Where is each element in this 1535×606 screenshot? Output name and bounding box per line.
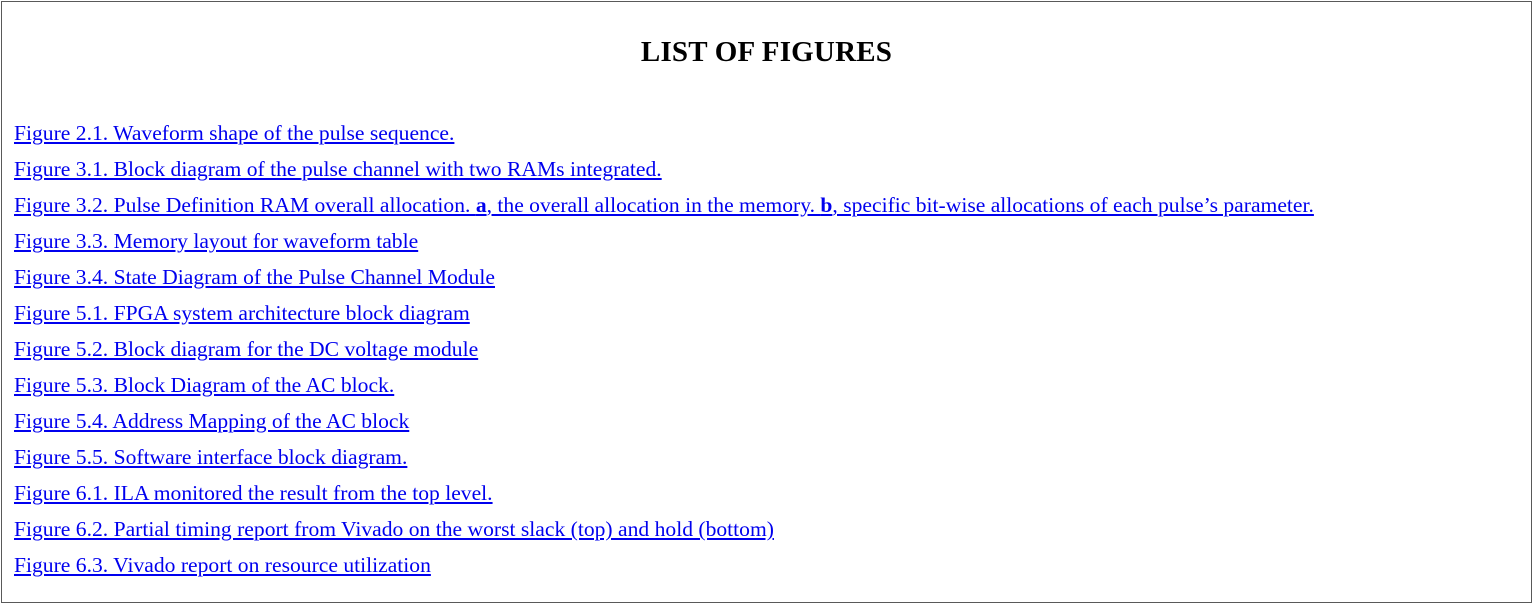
figure-link-3-1[interactable]: Figure 3.1. Block diagram of the pulse c… [14, 157, 662, 181]
list-item: Figure 6.2. Partial timing report from V… [14, 511, 1314, 547]
figure-link-6-1[interactable]: Figure 6.1. ILA monitored the result fro… [14, 481, 493, 505]
figure-list: Figure 2.1. Waveform shape of the pulse … [14, 115, 1314, 583]
figure-link-5-5[interactable]: Figure 5.5. Software interface block dia… [14, 445, 408, 469]
figure-link-3-2-bold-a: a [475, 193, 487, 217]
figure-link-3-2-text-1: Figure 3.2. Pulse Definition RAM overall… [14, 193, 476, 217]
figure-link-5-1[interactable]: Figure 5.1. FPGA system architecture blo… [14, 301, 470, 325]
list-item: Figure 6.1. ILA monitored the result fro… [14, 475, 1314, 511]
list-item: Figure 3.2. Pulse Definition RAM overall… [14, 187, 1314, 223]
figure-link-3-2-text-2: , the overall allocation in the memory. [486, 193, 821, 217]
list-item: Figure 5.4. Address Mapping of the AC bl… [14, 403, 1314, 439]
figure-link-5-4[interactable]: Figure 5.4. Address Mapping of the AC bl… [14, 409, 410, 433]
page-title: LIST OF FIGURES [640, 36, 893, 68]
list-item: Figure 6.3. Vivado report on resource ut… [14, 547, 1314, 583]
figure-link-3-2-bold-b: b [820, 193, 833, 217]
list-item: Figure 5.5. Software interface block dia… [14, 439, 1314, 475]
list-item: Figure 3.4. State Diagram of the Pulse C… [14, 259, 1314, 295]
list-item: Figure 3.1. Block diagram of the pulse c… [14, 151, 1314, 187]
list-item: Figure 2.1. Waveform shape of the pulse … [14, 115, 1314, 151]
figure-link-3-4[interactable]: Figure 3.4. State Diagram of the Pulse C… [14, 265, 495, 289]
figure-link-6-3[interactable]: Figure 6.3. Vivado report on resource ut… [14, 553, 431, 577]
list-item: Figure 3.3. Memory layout for waveform t… [14, 223, 1314, 259]
list-item: Figure 5.2. Block diagram for the DC vol… [14, 331, 1314, 367]
list-item: Figure 5.1. FPGA system architecture blo… [14, 295, 1314, 331]
figure-link-5-2[interactable]: Figure 5.2. Block diagram for the DC vol… [14, 337, 479, 361]
list-item: Figure 5.3. Block Diagram of the AC bloc… [14, 367, 1314, 403]
figure-link-6-2[interactable]: Figure 6.2. Partial timing report from V… [14, 517, 774, 541]
figure-link-3-2-text-3: , specific bit-wise allocations of each … [832, 193, 1314, 217]
figure-link-2-1[interactable]: Figure 2.1. Waveform shape of the pulse … [14, 121, 455, 145]
figure-link-5-3[interactable]: Figure 5.3. Block Diagram of the AC bloc… [14, 373, 395, 397]
figure-link-3-3[interactable]: Figure 3.3. Memory layout for waveform t… [14, 229, 419, 253]
figure-link-3-2[interactable]: Figure 3.2. Pulse Definition RAM overall… [14, 193, 1314, 217]
